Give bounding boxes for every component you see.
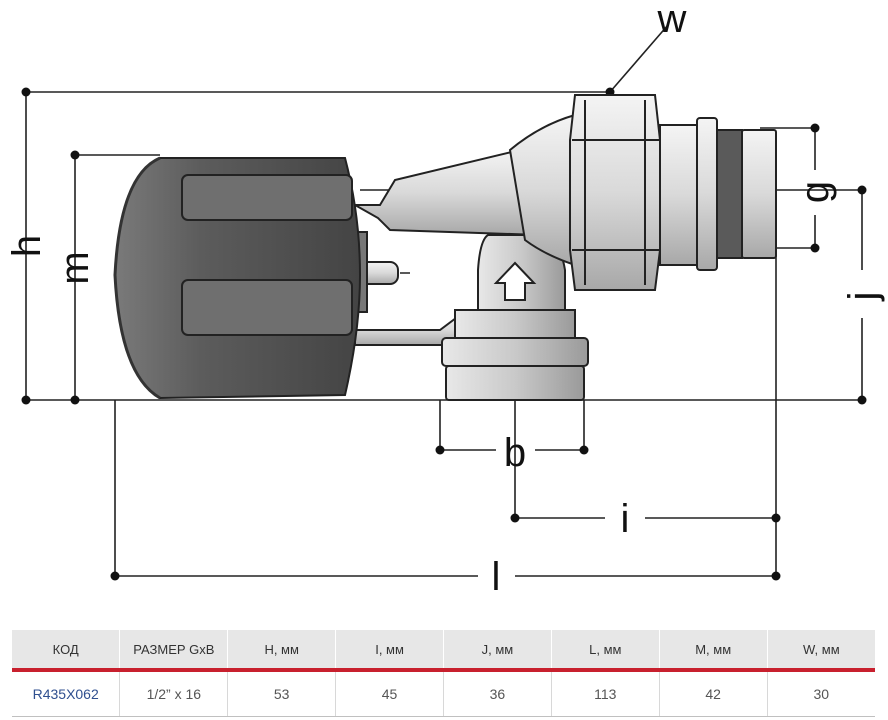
cell-w: 30 xyxy=(767,670,875,717)
label-i: i xyxy=(621,497,630,541)
header-m: M, мм xyxy=(659,630,768,672)
valve-technical-drawing: w h m g j b i l xyxy=(5,0,885,599)
specification-table: КОД РАЗМЕР GxB H, мм I, мм J, мм L, мм M… xyxy=(12,630,875,717)
header-code: КОД xyxy=(12,630,121,672)
label-j: j xyxy=(841,292,885,302)
label-g: g xyxy=(793,181,837,203)
label-h: h xyxy=(5,235,49,257)
cell-j: 36 xyxy=(443,670,552,717)
header-size: РАЗМЕР GxB xyxy=(119,630,229,672)
table-header-row: КОД РАЗМЕР GxB H, мм I, мм J, мм L, мм M… xyxy=(12,630,875,672)
dimension-letters: w h m g j b i l xyxy=(5,0,885,599)
cell-l: 113 xyxy=(551,670,660,717)
table-row: R435X062 1/2” x 16 53 45 36 113 42 30 xyxy=(12,670,875,717)
label-w: w xyxy=(657,0,687,41)
header-w: W, мм xyxy=(767,630,875,672)
label-b: b xyxy=(504,431,526,475)
cell-h: 53 xyxy=(227,670,337,717)
header-i: I, мм xyxy=(335,630,444,672)
label-m: m xyxy=(53,251,97,284)
cell-m: 42 xyxy=(659,670,768,717)
cell-size: 1/2” x 16 xyxy=(119,670,229,717)
cell-code: R435X062 xyxy=(12,670,121,717)
header-j: J, мм xyxy=(443,630,552,672)
label-l: l xyxy=(492,555,501,599)
header-h: H, мм xyxy=(227,630,337,672)
cell-i: 45 xyxy=(335,670,444,717)
header-l: L, мм xyxy=(551,630,660,672)
valve-knob xyxy=(113,156,362,400)
valve-body xyxy=(344,94,777,401)
